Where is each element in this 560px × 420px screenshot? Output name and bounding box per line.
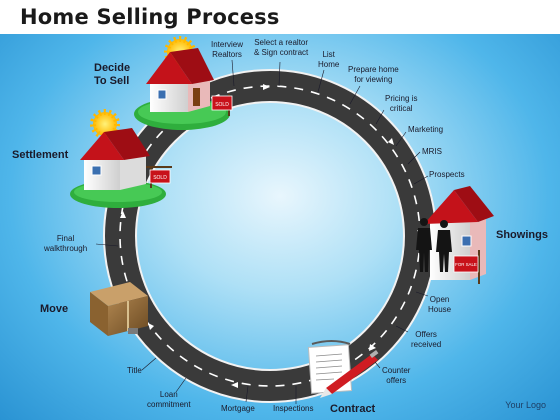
- step-pointers: [95, 59, 429, 404]
- road-ring: [103, 69, 437, 403]
- stage-decide-to-sell: Decide To Sell: [94, 62, 131, 87]
- step-prospects: Prospects: [429, 170, 465, 179]
- roof: [80, 132, 124, 160]
- page-title: Home Selling Process: [20, 5, 280, 29]
- window: [157, 89, 167, 100]
- arrow-icon: [231, 382, 238, 388]
- step-list-home: List Home: [318, 50, 340, 69]
- for-sale-sign: [453, 255, 479, 273]
- step-final-walkthrough: Final walkthrough: [44, 234, 88, 253]
- sold-sign-text: SOLD: [153, 175, 167, 181]
- stage-contract: Contract: [330, 403, 376, 415]
- truck-icon: [128, 328, 138, 334]
- logo-text: Your Logo: [505, 400, 546, 410]
- contract-icon: [307, 340, 379, 398]
- sun-icon: [90, 109, 120, 139]
- door: [193, 88, 200, 106]
- window: [461, 235, 472, 247]
- step-prepare-home: Prepare home for viewing: [348, 65, 399, 84]
- step-offers-received: Offers received: [411, 330, 442, 349]
- step-marketing: Marketing: [408, 125, 444, 134]
- arrow-icon: [120, 211, 126, 218]
- for-sale-sign-text: FOR SALE: [455, 262, 477, 267]
- house-side: [120, 154, 146, 190]
- house-wall: [84, 158, 120, 190]
- step-pricing: Pricing is critical: [385, 94, 418, 113]
- house-wall: [150, 82, 188, 112]
- roof: [146, 52, 192, 84]
- stage-move: Move: [40, 303, 69, 315]
- arrow-icon: [263, 84, 270, 90]
- road-surface: [105, 71, 435, 401]
- sold-sign-text: SOLD: [215, 102, 229, 108]
- house-decide: SOLD: [134, 36, 233, 130]
- arrow-icon: [388, 138, 394, 145]
- stage-showings: Showings: [496, 229, 548, 241]
- step-title: Title: [127, 366, 142, 375]
- step-open-house: Open House: [428, 295, 452, 314]
- people-icon: [416, 218, 452, 272]
- house-settlement: SOLD: [70, 109, 172, 208]
- stage-settlement: Settlement: [12, 149, 69, 161]
- step-mris: MRIS: [422, 147, 442, 156]
- sign-post: [478, 250, 480, 284]
- sold-sign: [149, 169, 171, 184]
- arrow-icon: [148, 323, 154, 330]
- step-loan-commitment: Loan commitment: [147, 390, 191, 409]
- step-inspections: Inspections: [273, 404, 314, 413]
- moving-box-icon: [90, 282, 148, 336]
- step-counter-offers: Counter offers: [382, 366, 411, 385]
- roof: [424, 190, 478, 224]
- step-interview-realtors: Interview Realtors: [211, 40, 244, 59]
- house-showings: FOR SALE: [416, 186, 494, 284]
- pen-icon: [320, 350, 379, 398]
- step-select-realtor: Select a realtor & Sign contract: [254, 38, 309, 57]
- step-mortgage: Mortgage: [221, 404, 255, 413]
- sold-sign: [211, 95, 233, 111]
- arrow-icon: [369, 344, 376, 351]
- window: [91, 165, 102, 176]
